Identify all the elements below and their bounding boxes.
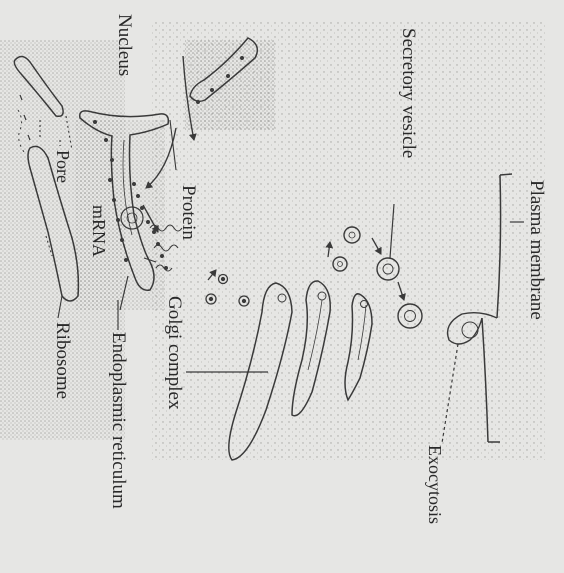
label-ribosome: Ribosome — [53, 322, 72, 399]
label-secretory-vesicle: Secretory vesicle — [399, 28, 418, 158]
label-protein: Protein — [179, 185, 198, 240]
label-nucleus: Nucleus — [115, 14, 134, 76]
label-pore: Pore — [54, 150, 72, 183]
label-exocytosis: Exocytosis — [426, 445, 444, 524]
label-endoplasmic-reticulum: Endoplasmic reticulum — [109, 332, 128, 509]
label-golgi-complex: Golgi complex — [165, 296, 184, 409]
label-mrna: mRNA — [90, 205, 108, 257]
label-plasma-membrane: Plasma membrane — [527, 180, 546, 320]
cytoplasm — [0, 20, 545, 460]
